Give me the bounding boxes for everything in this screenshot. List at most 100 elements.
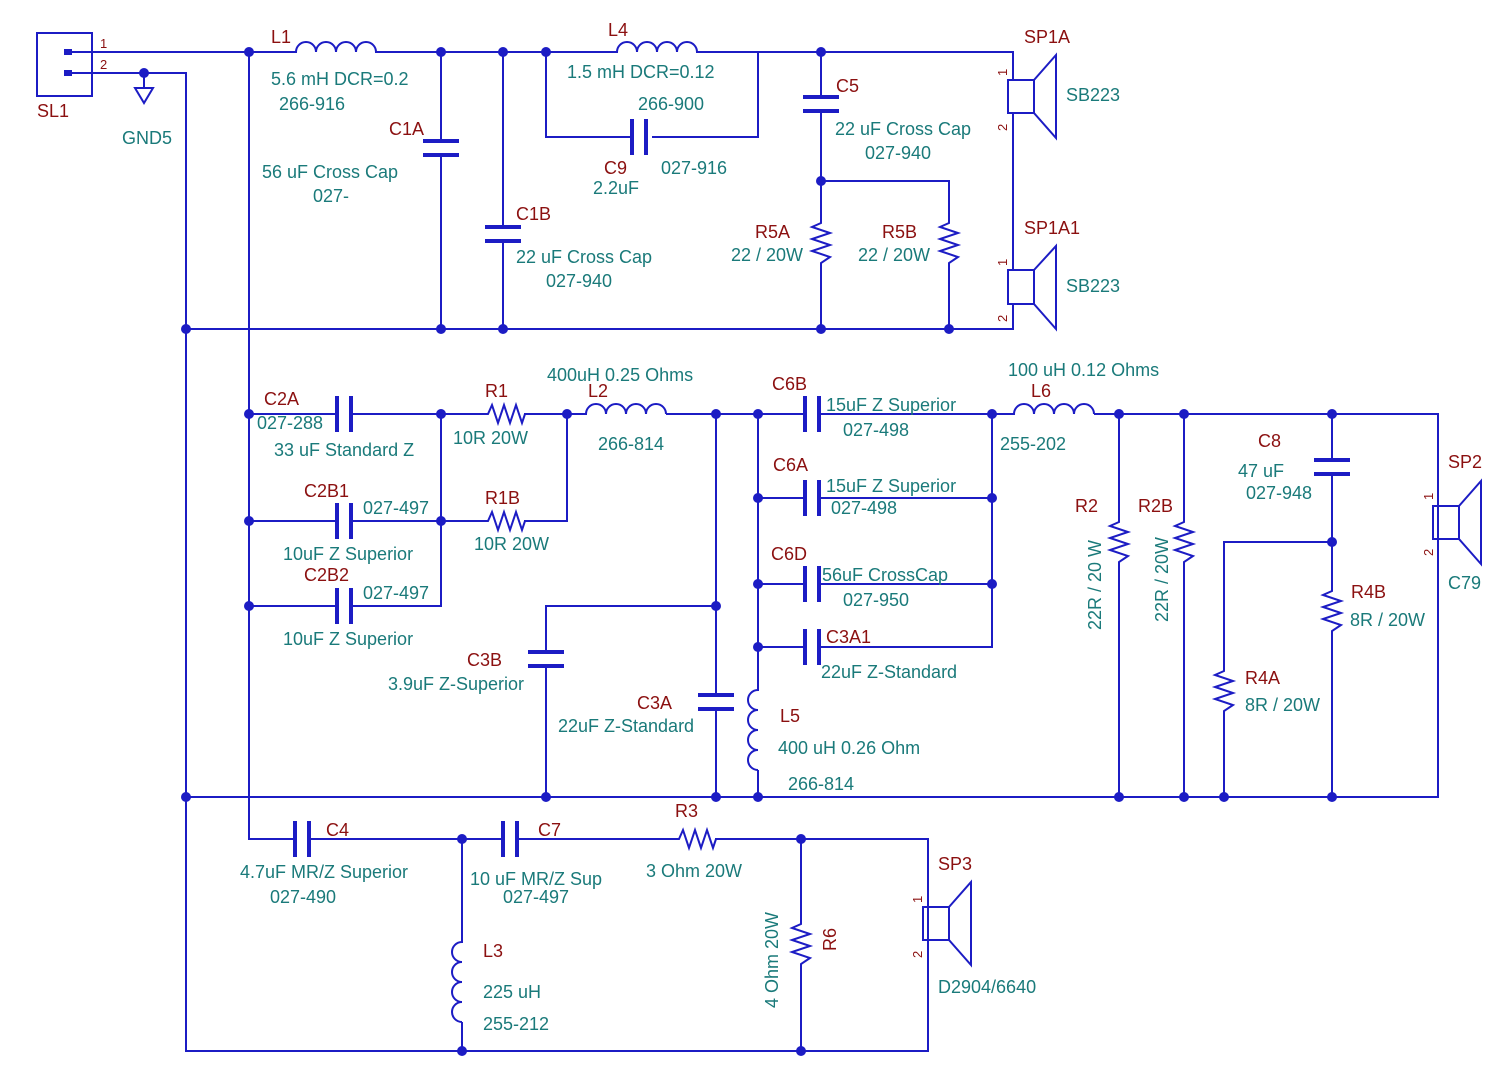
c2b1-value: 10uF Z Superior	[283, 544, 413, 564]
resistor-r1b: R1B 10R 20W	[474, 488, 549, 554]
c6d-value: 56uF CrossCap	[822, 565, 948, 585]
inductor-l5: L5 400 uH 0.26 Ohm 266-814	[747, 689, 920, 794]
c3a-value: 22uF Z-Standard	[558, 716, 694, 736]
capacitor-c4: C4 4.7uF MR/Z Superior 027-490	[240, 820, 408, 907]
c5-ref: C5	[836, 76, 859, 96]
c2b1-part: 027-497	[363, 498, 429, 518]
c4-ref: C4	[326, 820, 349, 840]
inductor-l4: L4 1.5 mH DCR=0.12 266-900	[567, 20, 715, 114]
r4b-value: 8R / 20W	[1350, 610, 1425, 630]
c6a-value: 15uF Z Superior	[826, 476, 956, 496]
c7-value: 10 uF MR/Z Sup	[470, 869, 602, 889]
capacitor-c2a: C2A 027-288 33 uF Standard Z	[257, 389, 414, 460]
sp2-pin-2: 2	[1421, 549, 1436, 556]
junction-dots	[139, 47, 1337, 1056]
sp1a1-ref: SP1A1	[1024, 218, 1080, 238]
inductor-l3: L3 225 uH 255-212	[451, 941, 549, 1034]
c3b-value: 3.9uF Z-Superior	[388, 674, 524, 694]
capacitor-c7: C7 10 uF MR/Z Sup 027-497	[470, 820, 602, 907]
sl1-ref: SL1	[37, 101, 69, 121]
resistor-r4a: R4A 8R / 20W	[1211, 664, 1320, 716]
c2b1-ref: C2B1	[304, 481, 349, 501]
l1-part: 266-916	[279, 94, 345, 114]
c2a-ref: C2A	[264, 389, 299, 409]
resistor-r5b: R5B 22 / 20W	[858, 216, 962, 270]
wires	[91, 51, 1439, 1052]
r5b-ref: R5B	[882, 222, 917, 242]
sl1-pin-2: 2	[100, 57, 107, 72]
speaker-sp2: SP2 C79 1 2	[1421, 452, 1482, 593]
c5-value: 22 uF Cross Cap	[835, 119, 971, 139]
l5-ref: L5	[780, 706, 800, 726]
capacitor-c8: C8 47 uF 027-948	[1238, 431, 1350, 503]
sp3-ref: SP3	[938, 854, 972, 874]
sp1a-pin-2: 2	[995, 124, 1010, 131]
capacitor-c3a: C3A 22uF Z-Standard	[558, 693, 734, 736]
resistor-r5a: R5A 22 / 20W	[731, 216, 834, 270]
sp2-pin-1: 1	[1421, 493, 1436, 500]
inductor-l6: L6 100 uH 0.12 Ohms 255-202	[1000, 360, 1159, 454]
r5a-value: 22 / 20W	[731, 245, 803, 265]
r1b-value: 10R 20W	[474, 534, 549, 554]
capacitor-c3b: C3B 3.9uF Z-Superior	[388, 650, 564, 694]
capacitor-c6b: C6B 15uF Z Superior 027-498	[772, 374, 956, 440]
capacitor-c3a1: C3A1 22uF Z-Standard	[803, 627, 957, 682]
r4b-ref: R4B	[1351, 582, 1386, 602]
c3a1-ref: C3A1	[826, 627, 871, 647]
sp1a1-pin-2: 2	[995, 315, 1010, 322]
capacitor-c2b1: C2B1 027-497 10uF Z Superior	[283, 481, 429, 564]
c1a-value: 56 uF Cross Cap	[262, 162, 398, 182]
r1b-ref: R1B	[485, 488, 520, 508]
l6-ref: L6	[1031, 381, 1051, 401]
c2b2-part: 027-497	[363, 583, 429, 603]
c9-ref: C9	[604, 158, 627, 178]
r5a-ref: R5A	[755, 222, 790, 242]
sp1a1-value: SB223	[1066, 276, 1120, 296]
c4-part: 027-490	[270, 887, 336, 907]
c3a1-value: 22uF Z-Standard	[821, 662, 957, 682]
l3-value: 225 uH	[483, 982, 541, 1002]
c2a-part: 027-288	[257, 413, 323, 433]
c1b-ref: C1B	[516, 204, 551, 224]
r3-value: 3 Ohm 20W	[646, 861, 742, 881]
c6b-ref: C6B	[772, 374, 807, 394]
r2b-value: 22R / 20W	[1152, 537, 1172, 622]
resistor-r2: R2 22R / 20 W	[1075, 496, 1132, 630]
c8-part: 027-948	[1246, 483, 1312, 503]
l2-part: 266-814	[598, 434, 664, 454]
l5-value: 400 uH 0.26 Ohm	[778, 738, 920, 758]
c3b-ref: C3B	[467, 650, 502, 670]
capacitor-c2b2: C2B2 027-497 10uF Z Superior	[283, 565, 429, 649]
inductor-l2: L2 400uH 0.25 Ohms 266-814	[547, 365, 693, 454]
c6b-part: 027-498	[843, 420, 909, 440]
speaker-sp1a: SP1A SB223 1 2	[995, 27, 1120, 141]
l4-part: 266-900	[638, 94, 704, 114]
c8-ref: C8	[1258, 431, 1281, 451]
l1-ref: L1	[271, 27, 291, 47]
sp1a-value: SB223	[1066, 85, 1120, 105]
resistor-r6: R6 4 Ohm 20W	[762, 912, 840, 1008]
sp1a1-pin-1: 1	[995, 259, 1010, 266]
r1-value: 10R 20W	[453, 428, 528, 448]
r6-value: 4 Ohm 20W	[762, 912, 782, 1008]
r2b-ref: R2B	[1138, 496, 1173, 516]
c6a-part: 027-498	[831, 498, 897, 518]
capacitor-c9: C9 2.2uF 027-916	[593, 119, 727, 198]
inductor-l1: L1 5.6 mH DCR=0.2 266-916	[271, 27, 409, 114]
r4a-ref: R4A	[1245, 668, 1280, 688]
c7-ref: C7	[538, 820, 561, 840]
l4-value: 1.5 mH DCR=0.12	[567, 62, 715, 82]
sp3-pin-1: 1	[910, 896, 925, 903]
c6a-ref: C6A	[773, 455, 808, 475]
capacitor-c1b: C1B 22 uF Cross Cap 027-940	[485, 204, 652, 291]
connector-sl1: 1 2 SL1	[36, 32, 107, 121]
resistor-r2b: R2B 22R / 20W	[1138, 496, 1197, 622]
l3-ref: L3	[483, 941, 503, 961]
c5-part: 027-940	[865, 143, 931, 163]
sp3-pin-2: 2	[910, 951, 925, 958]
c9-part: 027-916	[661, 158, 727, 178]
l5-part: 266-814	[788, 774, 854, 794]
l3-part: 255-212	[483, 1014, 549, 1034]
sp3-value: D2904/6640	[938, 977, 1036, 997]
